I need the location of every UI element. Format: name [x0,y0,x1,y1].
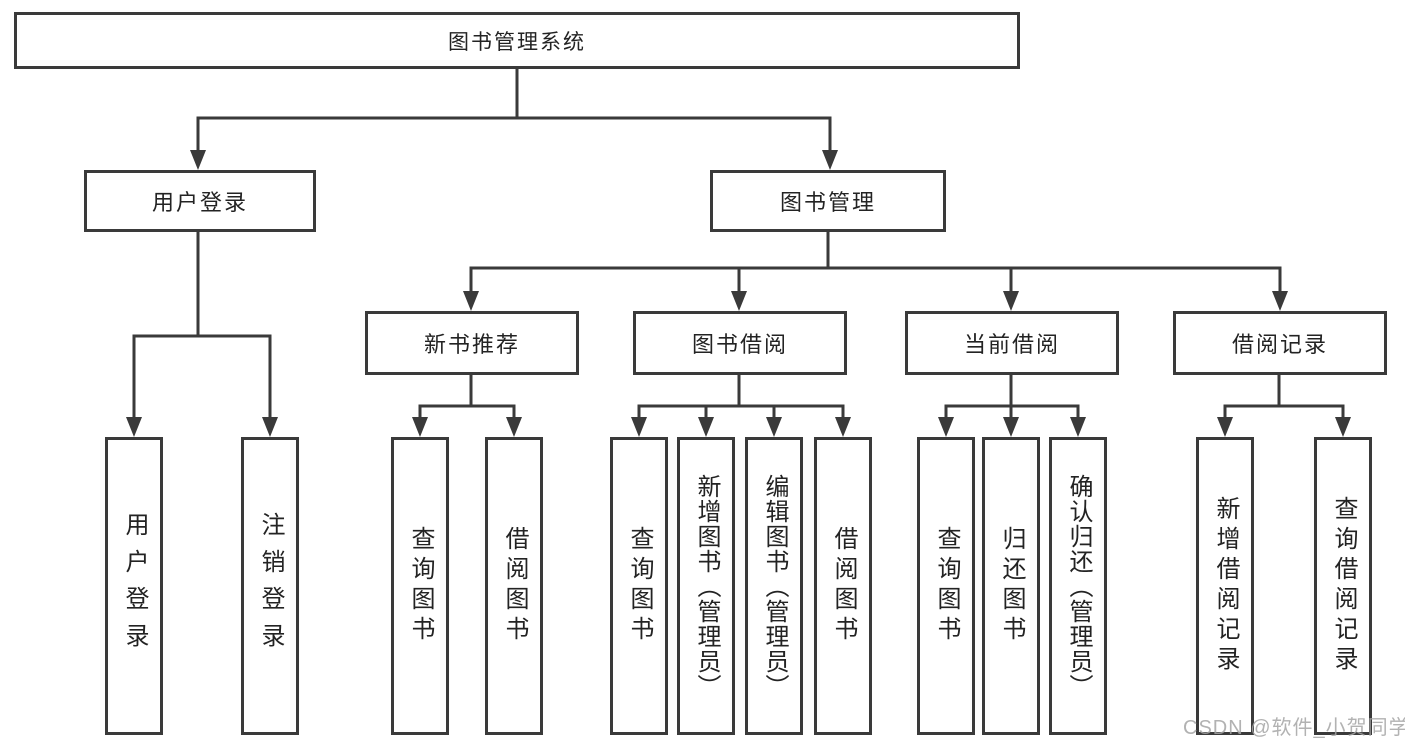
arrowhead-icon [262,417,278,437]
node-label: 当前借阅 [963,332,1060,357]
connector-current-borrowing-branch [944,375,1080,418]
node-label: 查询借阅记录 [1330,496,1357,676]
arrowhead-icon [506,417,522,437]
arrowhead-icon [463,291,479,311]
arrowhead-icon [1272,291,1288,311]
arrowhead-icon [1217,417,1233,437]
leaf-confirm-return-admin: 确认归还（管理员） [1049,437,1107,735]
arrowhead-icon [1335,417,1351,437]
node-label: 借阅图书 [501,526,528,646]
leaf-query-books-current: 查询图书 [917,437,975,735]
node-label: 图书借阅 [691,332,788,357]
connector-root-to-level2 [196,69,832,151]
node-label: 新书推荐 [423,332,520,357]
arrowhead-icon [698,417,714,437]
arrowhead-icon [1003,417,1019,437]
leaf-borrow-books: 借阅图书 [814,437,872,735]
node-label: 归还图书 [998,526,1025,646]
arrowhead-icon [938,417,954,437]
csdn-watermark: CSDN @软件_小贺同学 [1183,717,1405,739]
arrowhead-icon [1003,291,1019,311]
node-label: 图书管理 [779,190,876,215]
leaf-return-books: 归还图书 [982,437,1040,735]
node-label: 图书管理系统 [448,30,586,54]
node-book-borrowing: 图书借阅 [633,311,847,375]
connector-user-login-branch [132,232,272,418]
arrowhead-icon [766,417,782,437]
arrowhead-icon [822,150,838,170]
leaf-query-borrow-record: 查询借阅记录 [1314,437,1372,735]
node-label: 借阅图书 [830,526,857,646]
node-label: 注销登录 [257,512,284,660]
node-label: 用户登录 [121,512,148,660]
arrowhead-icon [631,417,647,437]
node-new-book-recommend: 新书推荐 [365,311,579,375]
leaf-add-borrow-record: 新增借阅记录 [1196,437,1254,735]
leaf-logout: 注销登录 [241,437,299,735]
node-label: 用户登录 [151,190,248,215]
node-library-management-system: 图书管理系统 [14,12,1020,69]
leaf-edit-book-admin: 编辑图书（管理员） [745,437,803,735]
node-current-borrowing: 当前借阅 [905,311,1119,375]
leaf-query-books-recommend: 查询图书 [391,437,449,735]
node-label: 查询图书 [407,526,434,646]
node-label: 编辑图书（管理员） [761,473,788,699]
arrowhead-icon [190,150,206,170]
leaf-borrow-books-recommend: 借阅图书 [485,437,543,735]
node-user-login: 用户登录 [84,170,316,232]
arrowhead-icon [412,417,428,437]
leaf-query-books-borrowing: 查询图书 [610,437,668,735]
node-label: 借阅记录 [1231,332,1328,357]
connector-borrow-records-branch [1223,375,1345,418]
arrowhead-icon [126,417,142,437]
node-label: 新增图书（管理员） [693,473,720,699]
node-label: 查询图书 [626,526,653,646]
arrowhead-icon [731,291,747,311]
leaf-add-book-admin: 新增图书（管理员） [677,437,735,735]
node-book-management: 图书管理 [710,170,946,232]
leaf-user-login: 用户登录 [105,437,163,735]
connector-new-book-branch [418,375,516,418]
node-label: 确认归还（管理员） [1065,473,1092,699]
arrowhead-icon [1070,417,1086,437]
connector-book-borrowing-branch [637,375,845,418]
node-label: 新增借阅记录 [1212,496,1239,676]
node-label: 查询图书 [933,526,960,646]
arrowhead-icon [835,417,851,437]
node-borrowing-records: 借阅记录 [1173,311,1387,375]
connector-book-management-branch [469,232,1282,292]
